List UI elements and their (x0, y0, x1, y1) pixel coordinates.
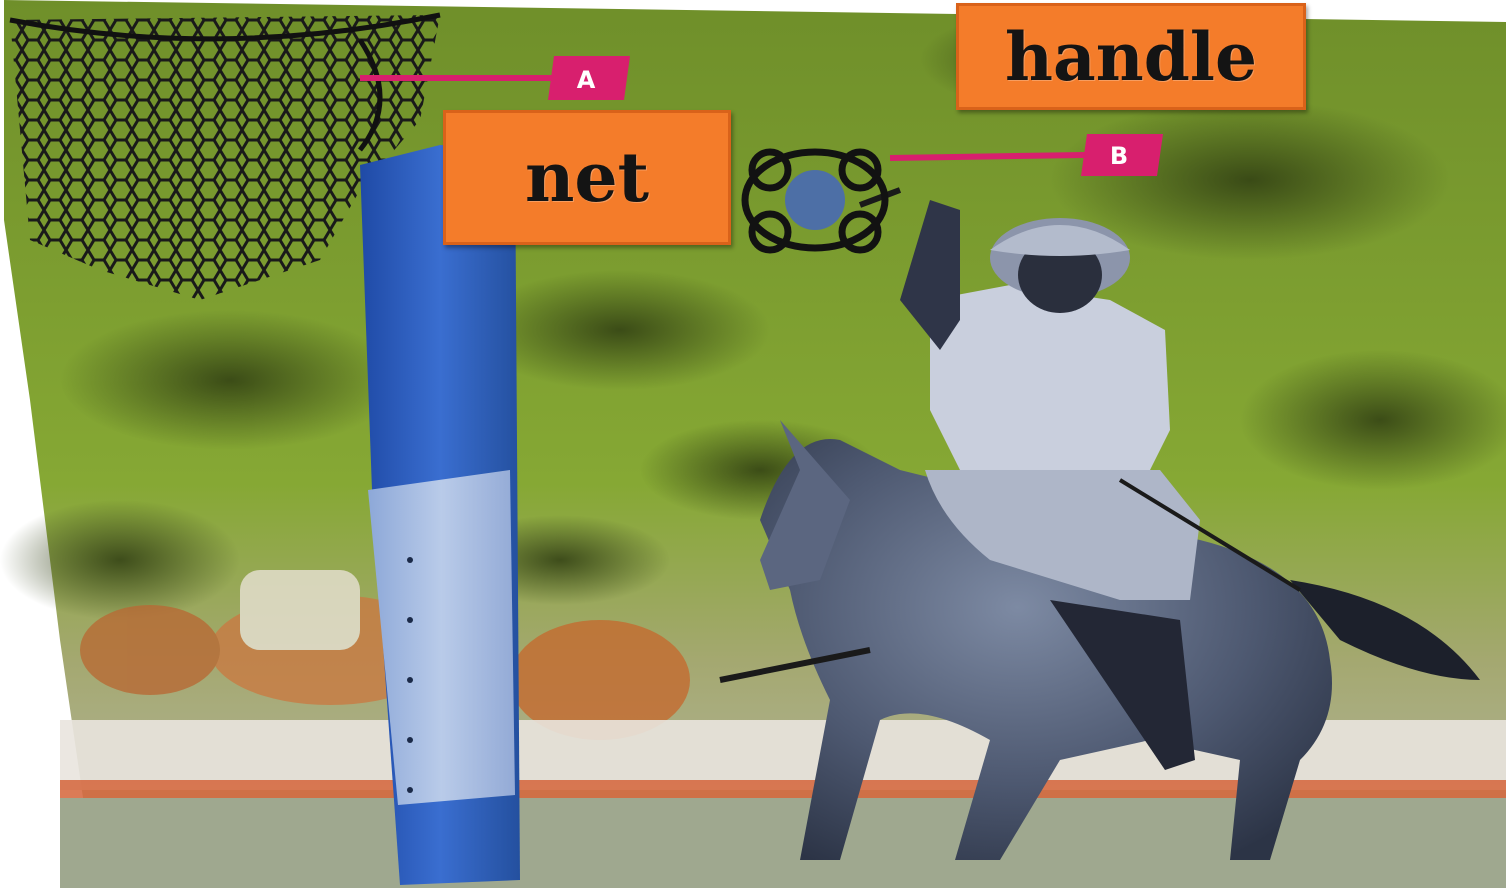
label-handle: handle (956, 3, 1306, 110)
marker-b-letter: B (1110, 142, 1128, 170)
marker-a-letter: A (577, 66, 596, 94)
marker-b: B (1081, 134, 1163, 176)
label-net: net (443, 110, 731, 245)
marker-a: A (548, 56, 630, 100)
